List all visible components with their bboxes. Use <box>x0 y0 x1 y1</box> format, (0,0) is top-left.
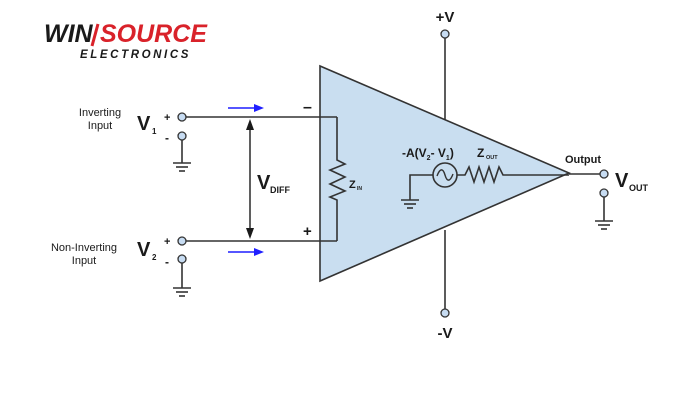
v1-plus-terminal[interactable] <box>177 112 187 122</box>
zin-label: Z <box>349 179 356 191</box>
vout-ground-icon <box>595 220 613 230</box>
logo-tagline: ELECTRONICS <box>80 49 191 61</box>
vout-subscript: OUT <box>629 183 649 193</box>
v1-label: V <box>137 113 151 135</box>
gain-sub1: 2 <box>427 155 431 162</box>
v1-plus-sign: + <box>164 112 170 124</box>
winsource-logo: WIN SOURCE ELECTRONICS <box>44 20 208 61</box>
ac-source-icon <box>432 162 458 188</box>
svg-text:-A(V2- V1): -A(V2- V1) <box>402 146 454 162</box>
gain-suffix: ) <box>450 146 454 160</box>
logo-brand-part2: SOURCE <box>100 20 208 48</box>
current-arrow-top <box>228 104 264 112</box>
gain-mid: - V <box>431 146 446 160</box>
negative-supply: -V <box>438 230 453 342</box>
zin-subscript: IN <box>357 186 362 192</box>
logo-brand-part1: WIN <box>44 20 94 48</box>
amp-minus-sign: – <box>303 99 312 116</box>
zin-resistor-icon <box>327 117 348 241</box>
v2-label: V <box>137 239 151 261</box>
source-ground-wire <box>409 174 433 200</box>
vdiff-arrow <box>246 119 254 239</box>
positive-supply-terminal <box>440 29 450 39</box>
gain-sub2: 1 <box>446 155 450 162</box>
zout-label: Z <box>477 146 484 160</box>
negative-supply-terminal <box>440 308 450 318</box>
gain-prefix: -A(V <box>402 146 427 160</box>
vout-minus-terminal[interactable] <box>599 188 609 198</box>
inverting-input: Inverting Input V 1 + - <box>79 107 337 172</box>
non-inverting-input-label-line1: Non-Inverting <box>51 242 117 254</box>
vdiff-subscript: DIFF <box>270 185 290 195</box>
v1-subscript: 1 <box>152 127 157 136</box>
positive-supply: +V <box>436 9 455 120</box>
v2-plus-sign: + <box>164 236 170 248</box>
v1-minus-sign: - <box>165 131 169 145</box>
output: Output V OUT <box>565 154 649 230</box>
inverting-input-label-line1: Inverting <box>79 107 121 119</box>
v2-minus-terminal[interactable] <box>177 254 187 264</box>
source-ground-icon <box>401 199 419 209</box>
gain-label: -A(V2- V1) <box>402 146 454 162</box>
positive-supply-label: +V <box>436 9 455 26</box>
vout-label: V <box>615 170 629 192</box>
v2-plus-terminal[interactable] <box>177 236 187 246</box>
inverting-input-label-line2: Input <box>88 120 112 132</box>
zout-resistor-icon <box>457 164 569 185</box>
v1-minus-terminal[interactable] <box>177 131 187 141</box>
vdiff-label: V <box>257 172 271 194</box>
non-inverting-input-label-line2: Input <box>72 255 96 267</box>
v2-subscript: 2 <box>152 253 157 262</box>
non-inverting-input: Non-Inverting Input V 2 + - <box>51 236 337 297</box>
amp-plus-sign: + <box>303 223 312 240</box>
current-arrow-bottom <box>228 248 264 256</box>
v2-minus-sign: - <box>165 255 169 269</box>
v1-ground-icon <box>173 162 191 172</box>
logo-slash <box>90 23 100 47</box>
output-label: Output <box>565 154 601 166</box>
v2-ground-icon <box>173 287 191 297</box>
vout-plus-terminal[interactable] <box>599 169 609 179</box>
negative-supply-label: -V <box>438 325 453 342</box>
zout-subscript: OUT <box>486 155 498 161</box>
